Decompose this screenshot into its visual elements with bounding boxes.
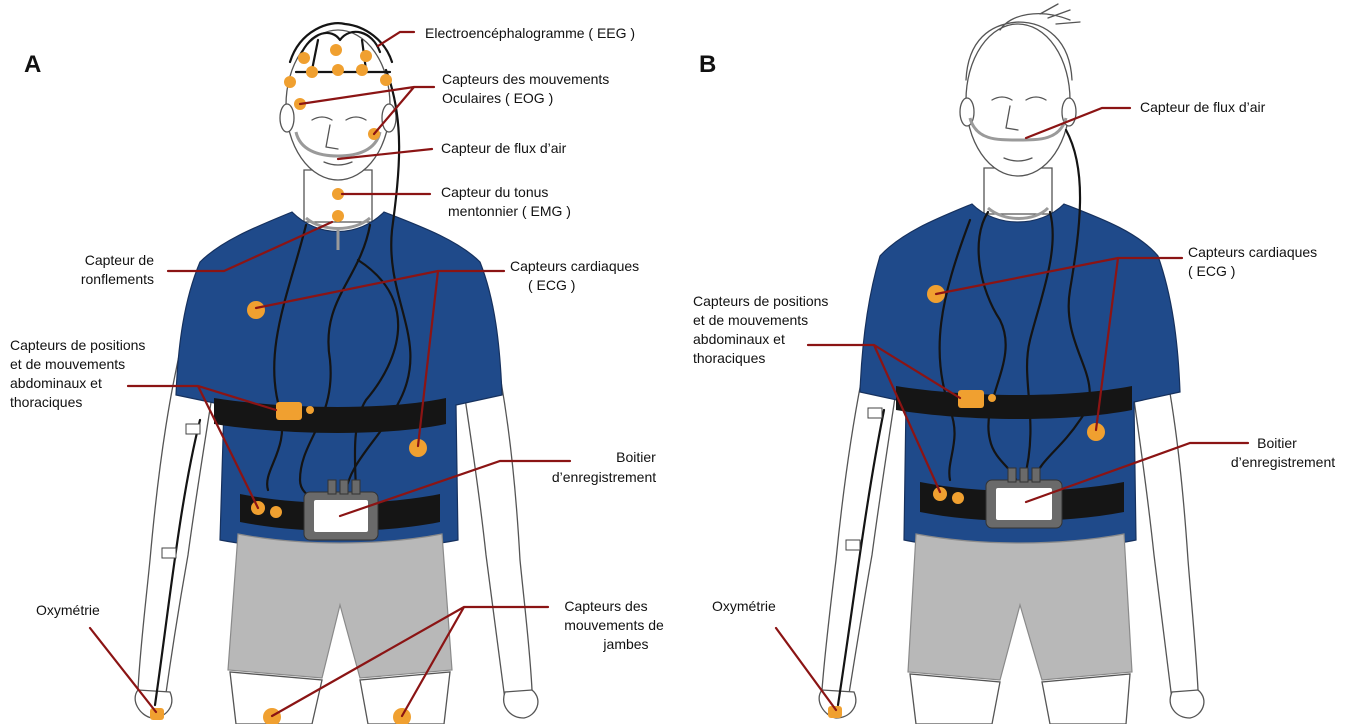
panel-a-oximeter	[150, 708, 164, 720]
panel-b-arm-clip-2	[846, 540, 860, 550]
panel-b-left-hand	[1170, 690, 1204, 718]
panel-b-chest-position-sensor	[958, 390, 984, 408]
label-emg-1: Capteur du tonus	[441, 184, 548, 200]
label-b-ecg-2: ( ECG )	[1188, 263, 1235, 279]
panel-b-shorts	[908, 534, 1132, 680]
label-b-oxy: Oxymétrie	[712, 598, 776, 614]
panel-b-chest-sensor-dot	[988, 394, 996, 402]
label-ecg-1: Capteurs cardiaques	[510, 258, 639, 274]
label-recorder-2: d’enregistrement	[552, 469, 656, 485]
label-ecg-2: ( ECG )	[528, 277, 575, 293]
panel-b-letter: B	[699, 51, 716, 78]
label-b-positions-3: abdominaux et	[693, 331, 785, 347]
eeg-electrode	[306, 66, 318, 78]
panel-a-abdo-sensor-2	[270, 506, 282, 518]
panel-a-chest-sensor-dot	[306, 406, 314, 414]
label-positions-4: thoraciques	[10, 394, 82, 410]
panel-a-right-ear	[280, 104, 294, 132]
label-positions-2: et de mouvements	[10, 356, 125, 372]
panel-a-shorts	[228, 534, 452, 678]
label-b-ecg-1: Capteurs cardiaques	[1188, 244, 1317, 260]
eeg-electrode	[298, 52, 310, 64]
panel-b-abdo-sensor-2	[952, 492, 964, 504]
panel-b-left-leg	[1042, 674, 1130, 724]
panel-b-arm-clip-1	[868, 408, 882, 418]
panel-a: A	[10, 23, 664, 724]
eeg-electrode	[332, 64, 344, 76]
label-oxy: Oxymétrie	[36, 602, 100, 618]
label-legs-2: mouvements de	[564, 617, 664, 633]
label-b-positions-4: thoraciques	[693, 350, 765, 366]
eeg-electrode	[356, 64, 368, 76]
panel-a-connector-1	[328, 480, 336, 494]
label-positions-1: Capteurs de positions	[10, 337, 145, 353]
panel-b-connector-2	[1020, 468, 1028, 482]
label-snore-2: ronflements	[81, 271, 154, 287]
panel-a-connector-2	[340, 480, 348, 494]
label-b-recorder-1: Boitier	[1257, 435, 1297, 451]
label-emg-2: mentonnier ( EMG )	[448, 203, 571, 219]
label-eog-2: Oculaires ( EOG )	[442, 90, 553, 106]
panel-a-ecg-sensor-1	[247, 301, 265, 319]
panel-b-right-leg	[910, 674, 1000, 724]
panel-a-connector-3	[352, 480, 360, 494]
panel-a-figure	[135, 23, 538, 724]
label-eog-1: Capteurs des mouvements	[442, 71, 609, 87]
panel-a-letter: A	[24, 51, 41, 78]
label-legs-3: jambes	[602, 636, 648, 652]
panel-b-connector-3	[1032, 468, 1040, 482]
panel-b: B	[693, 4, 1335, 724]
label-b-recorder-2: d’enregistrement	[1231, 454, 1335, 470]
panel-b-head	[966, 24, 1070, 176]
eeg-electrode	[284, 76, 296, 88]
panel-a-left-hand	[504, 690, 538, 718]
label-airflow: Capteur de flux d’air	[441, 140, 567, 156]
eeg-electrode	[360, 50, 372, 62]
label-b-airflow: Capteur de flux d’air	[1140, 99, 1266, 115]
label-legs-1: Capteurs des	[564, 598, 647, 614]
panel-a-snore-sensor	[332, 210, 344, 222]
label-snore-1: Capteur de	[85, 252, 154, 268]
panel-a-arm-clip-2	[162, 548, 176, 558]
panel-b-abdo-sensor-1	[933, 487, 947, 501]
label-recorder-1: Boitier	[616, 449, 656, 465]
label-positions-3: abdominaux et	[10, 375, 102, 391]
panel-b-connector-1	[1008, 468, 1016, 482]
label-b-positions-2: et de mouvements	[693, 312, 808, 328]
panel-a-chest-position-sensor	[276, 402, 302, 420]
label-eeg: Electroencéphalogramme ( EEG )	[425, 25, 635, 41]
panel-a-arm-clip-1	[186, 424, 200, 434]
panel-b-recorder-screen	[996, 488, 1052, 520]
eeg-electrode	[330, 44, 342, 56]
label-b-positions-1: Capteurs de positions	[693, 293, 828, 309]
eeg-electrode	[380, 74, 392, 86]
